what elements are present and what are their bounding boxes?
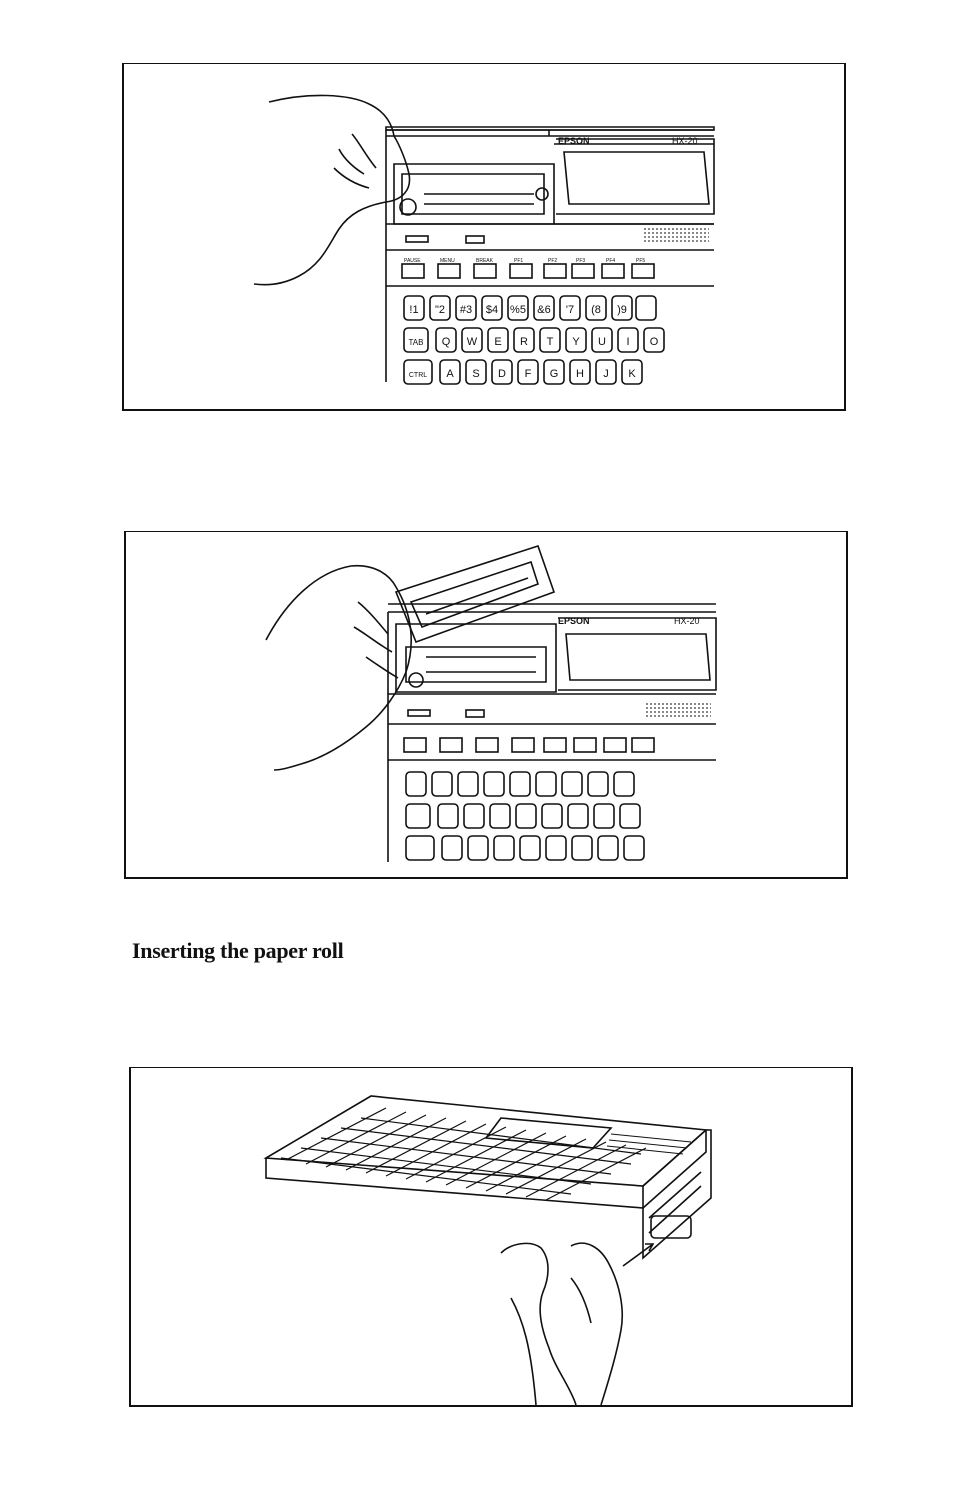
key-q: Q [442,336,451,348]
brand-label-2: EPSON [558,616,590,626]
key-6: &6 [537,304,550,316]
key-t: T [547,336,554,348]
key-5: %5 [510,304,526,316]
illustration-computer-perspective [131,1068,851,1405]
key-j: J [603,368,609,380]
key-s: S [472,368,479,380]
key-ctrl: CTRL [409,372,427,379]
key-w: W [467,336,478,348]
key-a: A [446,368,454,380]
figure-paper-roll [129,1067,853,1407]
fkey-menu: MENU [440,258,455,264]
model-label-2: HX-20 [674,616,700,626]
key-tab: TAB [409,338,424,347]
key-2: "2 [435,304,445,316]
key-i: I [626,336,629,348]
brand-label: EPSON [558,136,590,146]
key-k: K [628,368,636,380]
key-d: D [498,368,506,380]
key-g: G [550,368,559,380]
fkey-pf1: PF1 [514,258,523,264]
fkey-pf3: PF3 [576,258,585,264]
illustration-cover-removal: EPSON HX-20 PAUSE MENU BREAK PF1 PF2 PF3… [124,64,844,409]
fkey-break: BREAK [476,258,494,264]
key-3: #3 [460,304,472,316]
key-h: H [576,368,584,380]
fkey-pf4: PF4 [606,258,615,264]
figure-remove-cover: EPSON HX-20 PAUSE MENU BREAK PF1 PF2 PF3… [122,63,846,411]
key-y: Y [572,336,580,348]
fkey-pause: PAUSE [404,258,421,264]
key-8: (8 [591,304,601,316]
illustration-cover-lifted: EPSON HX-20 [126,532,846,877]
key-4: $4 [486,304,498,316]
figure-cover-lifted: EPSON HX-20 [124,531,848,879]
key-7: '7 [566,304,574,316]
section-heading: Inserting the paper roll [132,938,343,964]
key-u: U [598,336,606,348]
key-e: E [494,336,501,348]
key-1: !1 [409,304,418,316]
key-f: F [525,368,532,380]
key-o: O [650,336,659,348]
model-label: HX-20 [672,136,698,146]
fkey-pf2: PF2 [548,258,557,264]
key-9: )9 [617,304,627,316]
key-r: R [520,336,528,348]
fkey-pf5: PF5 [636,258,645,264]
